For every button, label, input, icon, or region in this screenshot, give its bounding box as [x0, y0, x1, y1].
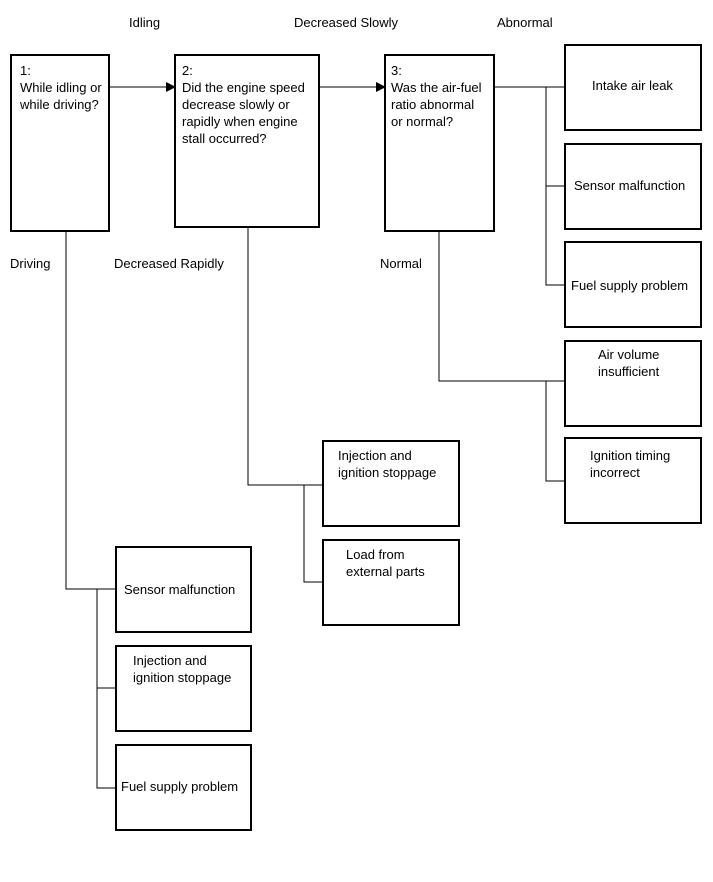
- result-fuel-supply-problem-driving: Fuel supply problem: [115, 744, 252, 831]
- step-3-number: 3:: [391, 63, 402, 78]
- result-text: ignition stoppage: [133, 670, 232, 685]
- step-1-question-line: while driving?: [20, 97, 99, 112]
- result-text: Ignition timing: [590, 448, 671, 463]
- result-injection-ignition-stoppage-driving: Injection and ignition stoppage: [115, 645, 252, 732]
- step-2-question-line: stall occurred?: [182, 131, 267, 146]
- label-normal: Normal: [380, 256, 422, 271]
- result-sensor-malfunction-abnormal: Sensor malfunction: [564, 143, 702, 230]
- label-decreased-slowly: Decreased Slowly: [294, 15, 399, 30]
- result-text: Fuel supply problem: [571, 278, 689, 293]
- result-text: incorrect: [590, 465, 640, 480]
- step-1-number: 1:: [20, 63, 31, 78]
- result-text: Sensor malfunction: [124, 582, 236, 597]
- connector-decreased-rapidly: [247, 228, 322, 583]
- connector-driving: [65, 232, 115, 789]
- step-1-box: 1: While idling or while driving?: [10, 54, 110, 232]
- result-text: Intake air leak: [592, 78, 673, 93]
- connector-abnormal: [495, 86, 564, 286]
- step-3-question-line: Was the air-fuel: [391, 80, 482, 95]
- step-3-question-line: or normal?: [391, 114, 454, 129]
- result-text: Injection and: [338, 448, 412, 463]
- result-text: insufficient: [598, 364, 660, 379]
- arrowhead-to-step3: [376, 82, 386, 92]
- step-2-question-line: Did the engine speed: [182, 80, 305, 95]
- step-2-box: 2: Did the engine speed decrease slowly …: [174, 54, 320, 228]
- step-3-box: 3: Was the air-fuel ratio abnormal or no…: [384, 54, 495, 232]
- step-3-question-line: ratio abnormal: [391, 97, 475, 112]
- label-abnormal: Abnormal: [497, 15, 553, 30]
- label-driving: Driving: [10, 256, 51, 271]
- label-decreased-rapidly: Decreased Rapidly: [114, 256, 224, 271]
- result-injection-ignition-stoppage-rapid: Injection and ignition stoppage: [322, 440, 460, 527]
- result-text: Fuel supply problem: [121, 779, 239, 794]
- result-text: Air volume: [598, 347, 660, 362]
- result-text: Sensor malfunction: [574, 178, 686, 193]
- result-text: Injection and: [133, 653, 207, 668]
- result-text: Load from: [346, 547, 405, 562]
- step-2-question-line: decrease slowly or: [182, 97, 290, 112]
- step-2-question-line: rapidly when engine: [182, 114, 298, 129]
- connector-normal: [438, 232, 564, 482]
- result-text: ignition stoppage: [338, 465, 437, 480]
- arrowhead-to-step2: [166, 82, 176, 92]
- result-air-volume-insufficient: Air volume insufficient: [564, 340, 702, 427]
- result-sensor-malfunction-driving: Sensor malfunction: [115, 546, 252, 633]
- result-text: external parts: [346, 564, 425, 579]
- step-1-question-line: While idling or: [20, 80, 102, 95]
- result-fuel-supply-problem-abnormal: Fuel supply problem: [564, 241, 702, 328]
- label-idling: Idling: [129, 15, 161, 30]
- result-ignition-timing-incorrect: Ignition timing incorrect: [564, 437, 702, 524]
- result-load-external-parts: Load from external parts: [322, 539, 460, 626]
- step-2-number: 2:: [182, 63, 193, 78]
- result-intake-air-leak: Intake air leak: [564, 44, 702, 131]
